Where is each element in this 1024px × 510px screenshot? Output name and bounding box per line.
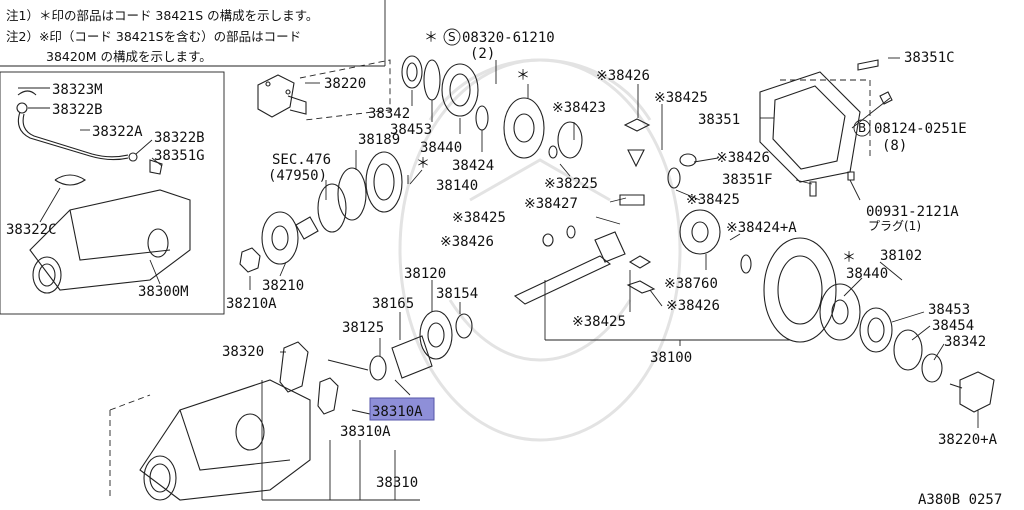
label-38210[interactable]: 38210 — [262, 278, 304, 294]
label-38100[interactable]: 38100 — [650, 350, 692, 366]
label-38426-right[interactable]: ※38426 — [716, 150, 770, 166]
label-38351f[interactable]: 38351F — [722, 172, 773, 188]
label-38310a[interactable]: 38310A — [340, 424, 391, 440]
b-circle-icon — [853, 119, 871, 137]
main-case-38310 — [109, 341, 420, 501]
label-38225[interactable]: ※38225 — [544, 176, 598, 192]
hose-38322a-inner — [22, 113, 129, 158]
clamp-38322b — [128, 152, 138, 162]
bearing-cap-38310a — [317, 377, 339, 415]
label-38310[interactable]: 38310 — [376, 475, 418, 491]
asterisk-mark-1: ＊ — [516, 68, 530, 84]
label-38154[interactable]: 38154 — [436, 286, 478, 302]
label-38189[interactable]: 38189 — [358, 132, 400, 148]
s-mark: S — [448, 30, 456, 44]
label-00931[interactable]: 00931-2121A — [866, 204, 959, 220]
label-38454[interactable]: 38454 — [932, 318, 974, 334]
label-38425-top[interactable]: ※38425 — [654, 90, 708, 106]
label-38310a-highlight[interactable]: 38310A — [372, 404, 423, 420]
label-08320-prefix: ＊ — [424, 30, 438, 46]
s-circle-icon — [443, 28, 461, 46]
label-sec476[interactable]: SEC.476 — [272, 152, 331, 168]
watermark-emblem — [398, 58, 682, 442]
case-38300m — [29, 189, 191, 291]
figure-code: A380B 0257 — [918, 492, 1002, 508]
label-38425-right[interactable]: ※38425 — [686, 192, 740, 208]
label-38120[interactable]: 38120 — [404, 266, 446, 282]
label-38424a[interactable]: ※38424+A — [726, 220, 797, 236]
ring-gear — [763, 237, 995, 413]
label-38426-top[interactable]: ※38426 — [596, 68, 650, 84]
label-38125[interactable]: 38125 — [342, 320, 384, 336]
hose-38322a — [17, 111, 129, 161]
b-mark: B — [858, 121, 866, 135]
bearing-cap-38320 — [279, 341, 309, 393]
label-38760[interactable]: ※38760 — [664, 276, 718, 292]
label-38322b-b[interactable]: 38322B — [154, 130, 205, 146]
label-38426-bottom[interactable]: ※38426 — [666, 298, 720, 314]
label-38342-r[interactable]: 38342 — [944, 334, 986, 350]
label-38220[interactable]: 38220 — [324, 76, 366, 92]
label-38300m[interactable]: 38300M — [138, 284, 189, 300]
side-bearing-38140 — [317, 151, 403, 233]
cap-38322b — [16, 102, 28, 114]
label-38322b-a[interactable]: 38322B — [52, 102, 103, 118]
label-38102[interactable]: 38102 — [880, 248, 922, 264]
label-38210a[interactable]: 38210A — [226, 296, 277, 312]
label-08124-qty: (8) — [882, 138, 907, 154]
pinion-bearing-stack — [369, 310, 473, 381]
label-sec476-code: (47950) — [268, 168, 327, 184]
label-38426-mid[interactable]: ※38426 — [440, 234, 494, 250]
label-38424[interactable]: 38424 — [452, 158, 494, 174]
label-38425-bottom[interactable]: ※38425 — [572, 314, 626, 330]
highlight-38310a[interactable] — [369, 397, 435, 421]
note-3: 38420M の構成を示します。 — [46, 49, 212, 64]
rear-cover-38351 — [759, 59, 893, 197]
asterisk-mark-3: ＊ — [842, 250, 856, 266]
label-38440-l[interactable]: 38440 — [420, 140, 462, 156]
clip-38323m — [17, 90, 37, 96]
inset-box — [0, 71, 225, 315]
part-labels: 38323M 38322B 38322A 38322B 38351G 38322… — [6, 28, 1002, 508]
label-plug: プラグ(1) — [868, 219, 921, 233]
label-38427[interactable]: ※38427 — [524, 196, 578, 212]
label-08320[interactable]: 08320-61210 — [462, 30, 555, 46]
label-38453-r[interactable]: 38453 — [928, 302, 970, 318]
label-38342-l[interactable]: 38342 — [368, 106, 410, 122]
label-38323m[interactable]: 38323M — [52, 82, 103, 98]
note-2: 注2）※印（コード 38421Sを含む）の部品はコード — [6, 29, 301, 44]
label-38351c[interactable]: 38351C — [904, 50, 955, 66]
label-38425-mid[interactable]: ※38425 — [452, 210, 506, 226]
label-38140[interactable]: 38140 — [436, 178, 478, 194]
label-38453-l[interactable]: 38453 — [390, 122, 432, 138]
drive-pinion-38100 — [513, 231, 790, 341]
label-38322a[interactable]: 38322A — [92, 124, 143, 140]
label-08320-qty: (2) — [470, 46, 495, 62]
label-38320[interactable]: 38320 — [222, 344, 264, 360]
side-bearing-stack — [401, 55, 489, 131]
label-38220a[interactable]: 38220+A — [938, 432, 998, 448]
leader-lines — [249, 57, 979, 428]
note-1: 注1）＊印の部品はコード 38421S の構成を示します。 — [6, 8, 318, 23]
label-08124[interactable]: 08124-0251E — [874, 121, 967, 137]
diff-case-group — [503, 97, 752, 294]
label-38165[interactable]: 38165 — [372, 296, 414, 312]
label-38440-r[interactable]: 38440 — [846, 266, 888, 282]
label-38351[interactable]: 38351 — [698, 112, 740, 128]
part-38220-flange — [257, 59, 391, 121]
bracket-38322c — [54, 174, 86, 186]
label-38423[interactable]: ※38423 — [552, 100, 606, 116]
asterisk-mark-2: ＊ — [416, 156, 430, 172]
label-38322c[interactable]: 38322C — [6, 222, 57, 238]
notes-box: 注1）＊印の部品はコード 38421S の構成を示します。 注2）※印（コード … — [0, 0, 386, 67]
companion-flange-38210 — [239, 211, 319, 273]
label-38351g[interactable]: 38351G — [154, 148, 205, 164]
